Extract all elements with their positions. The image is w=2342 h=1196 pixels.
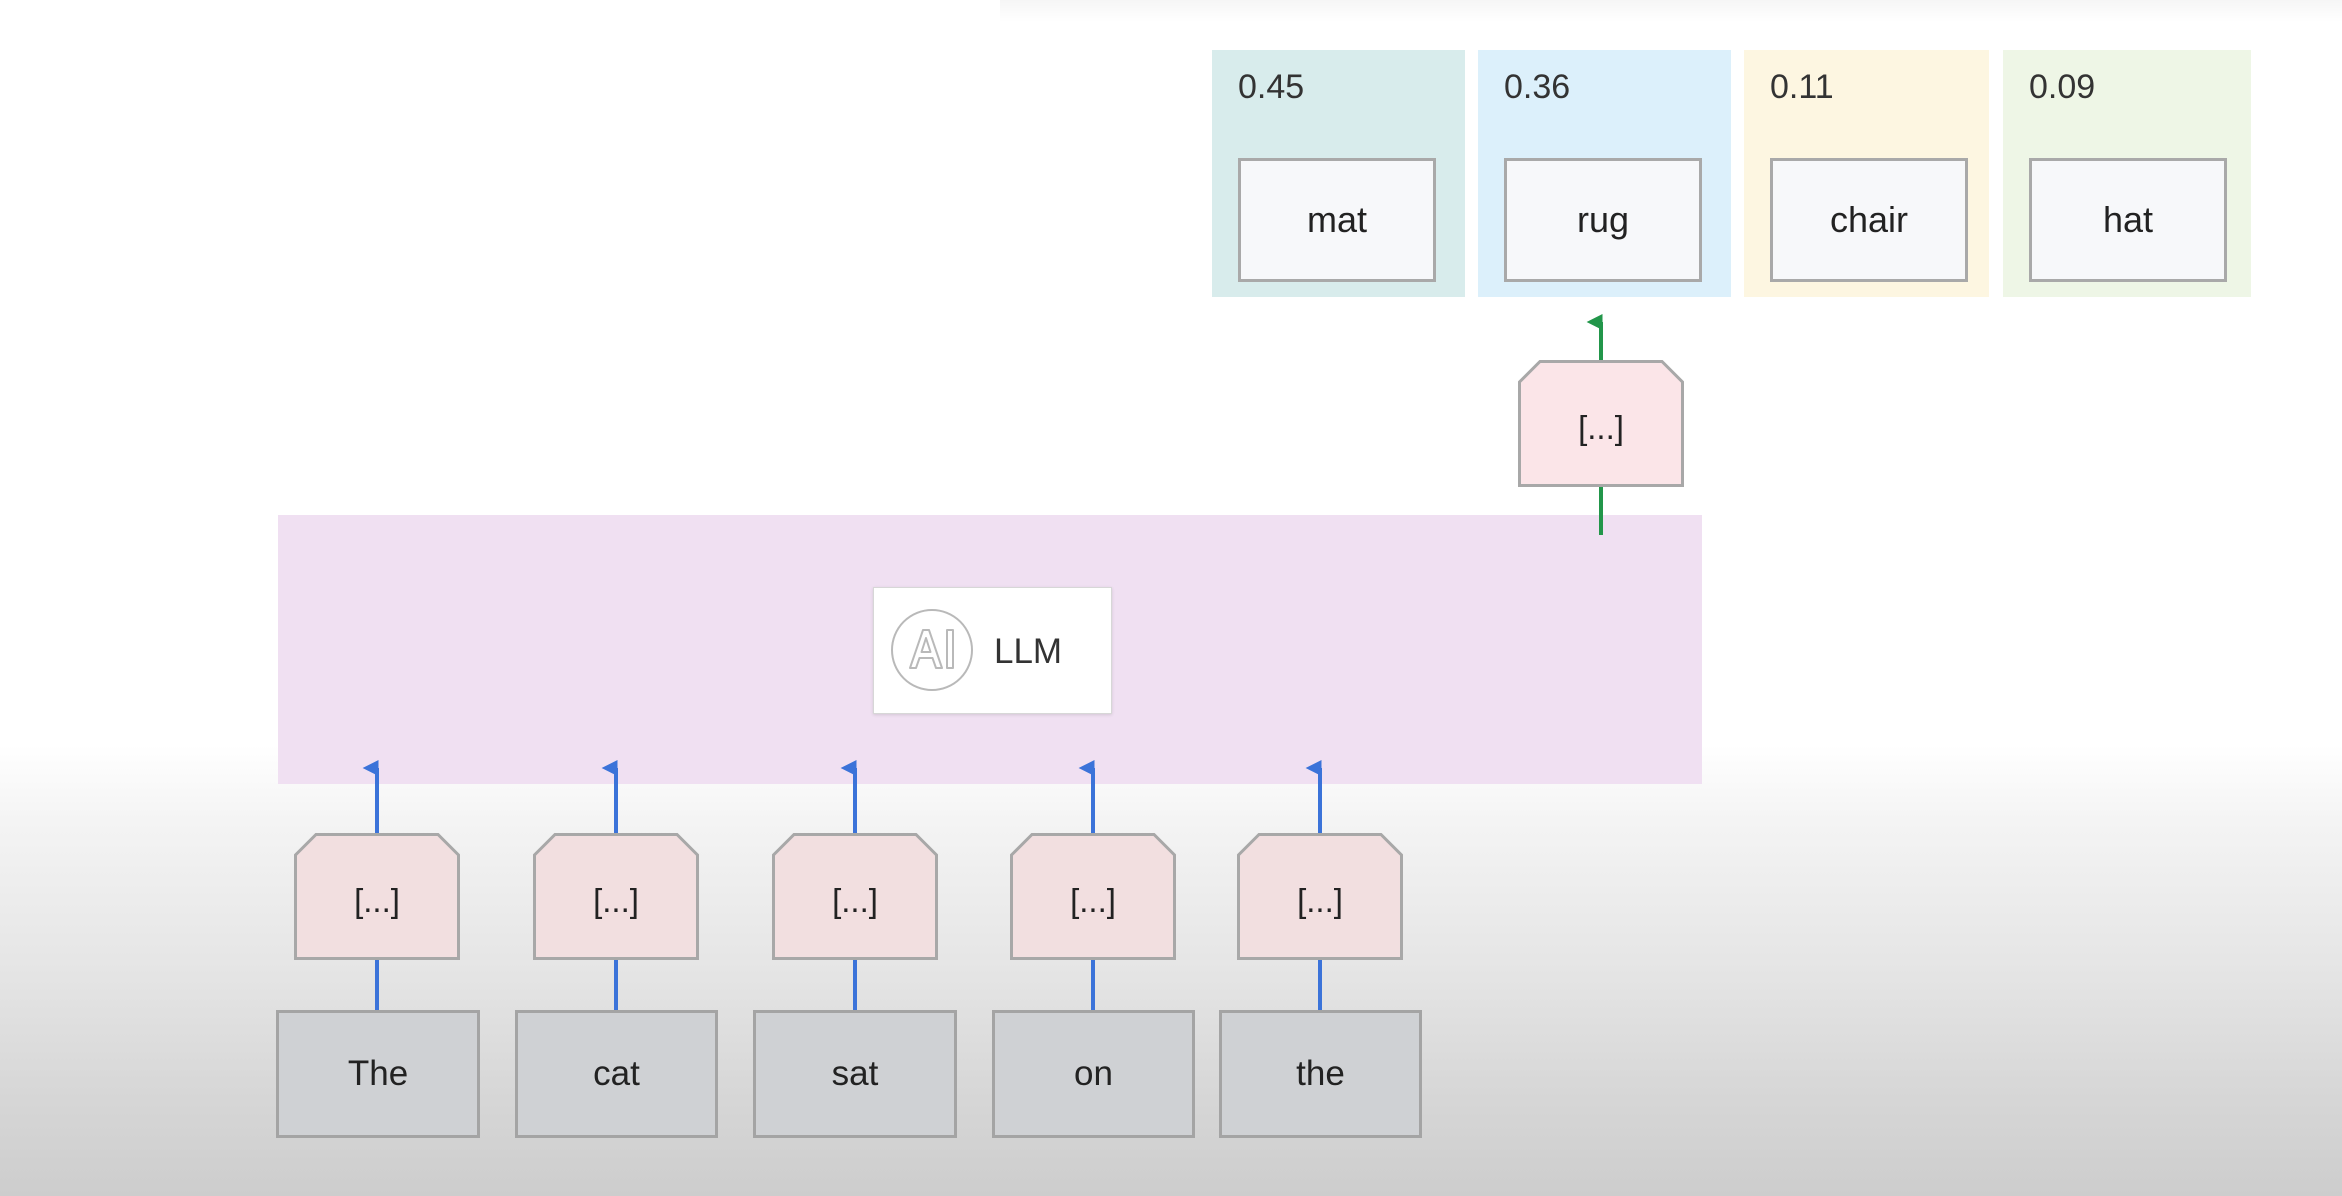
embedding-label: [...] bbox=[832, 881, 878, 919]
probability-value: 0.09 bbox=[2029, 68, 2096, 106]
input-embedding: [...] bbox=[1010, 833, 1176, 960]
input-token: cat bbox=[515, 1010, 718, 1138]
input-embedding: [...] bbox=[294, 833, 460, 960]
input-embedding: [...] bbox=[533, 833, 699, 960]
llm-label: LLM bbox=[994, 632, 1063, 671]
probability-value: 0.45 bbox=[1238, 68, 1305, 106]
output-word-box: rug bbox=[1504, 158, 1702, 282]
probability-value: 0.36 bbox=[1504, 68, 1571, 106]
input-token: sat bbox=[753, 1010, 957, 1138]
embedding-label: [...] bbox=[354, 881, 400, 919]
llm-card: LLM bbox=[873, 587, 1112, 714]
input-embedding: [...] bbox=[772, 833, 938, 960]
input-embedding: [...] bbox=[1237, 833, 1403, 960]
output-word-box: hat bbox=[2029, 158, 2227, 282]
embedding-label: [...] bbox=[1578, 408, 1624, 446]
top-edge-strip bbox=[1000, 0, 2342, 22]
output-panel-chair: 0.11 chair bbox=[1744, 50, 1989, 297]
input-token: on bbox=[992, 1010, 1195, 1138]
input-token: the bbox=[1219, 1010, 1422, 1138]
output-panel-rug: 0.36 rug bbox=[1478, 50, 1731, 297]
probability-value: 0.11 bbox=[1770, 68, 1834, 106]
output-panel-hat: 0.09 hat bbox=[2003, 50, 2251, 297]
output-embedding: [...] bbox=[1518, 360, 1684, 487]
input-token: The bbox=[276, 1010, 480, 1138]
output-panel-mat: 0.45 mat bbox=[1212, 50, 1465, 297]
ai-icon bbox=[890, 608, 974, 692]
embedding-label: [...] bbox=[1070, 881, 1116, 919]
embedding-label: [...] bbox=[1297, 881, 1343, 919]
output-word-box: mat bbox=[1238, 158, 1436, 282]
output-word-box: chair bbox=[1770, 158, 1968, 282]
embedding-label: [...] bbox=[593, 881, 639, 919]
